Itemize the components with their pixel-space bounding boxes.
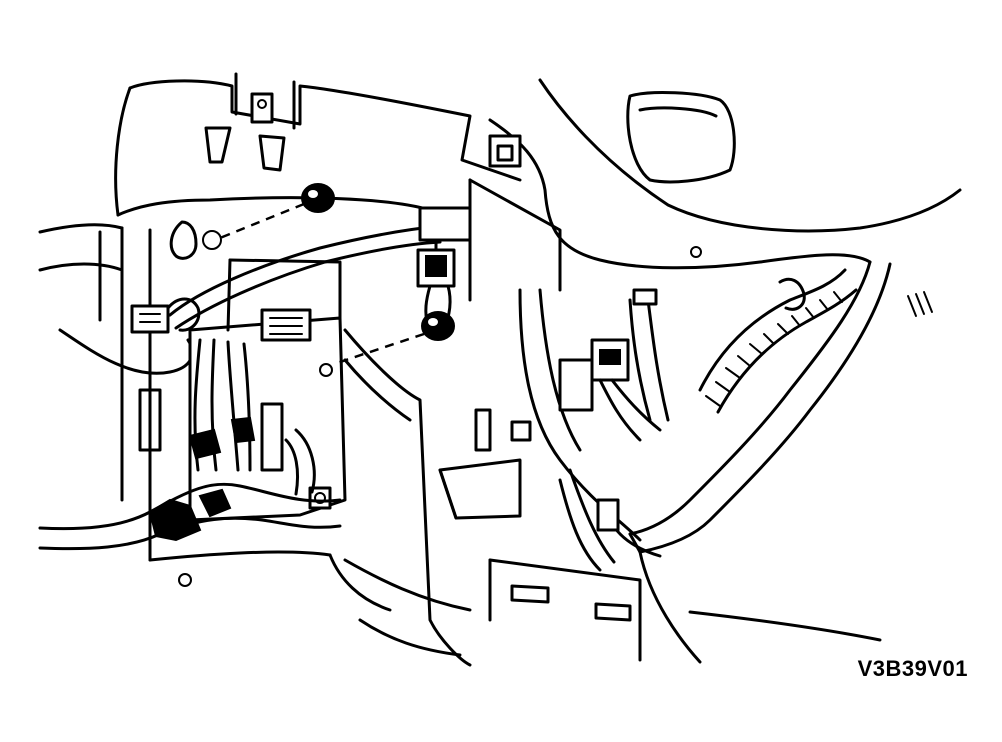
right-kick-panel [608, 260, 933, 664]
wiring-harness-upper [130, 206, 472, 334]
mounting-tabs [204, 72, 296, 172]
lower-center-panel [488, 468, 642, 662]
steering-column [468, 78, 962, 302]
wiring-harness-left [38, 338, 342, 551]
fastener-nuts [219, 183, 455, 366]
figure-code-label: V3B39V01 [857, 656, 968, 681]
center-bracket [328, 328, 532, 667]
instrument-panel-upper [38, 79, 522, 502]
wiring-harness-right [518, 268, 858, 542]
left-cover-panel [138, 220, 332, 587]
